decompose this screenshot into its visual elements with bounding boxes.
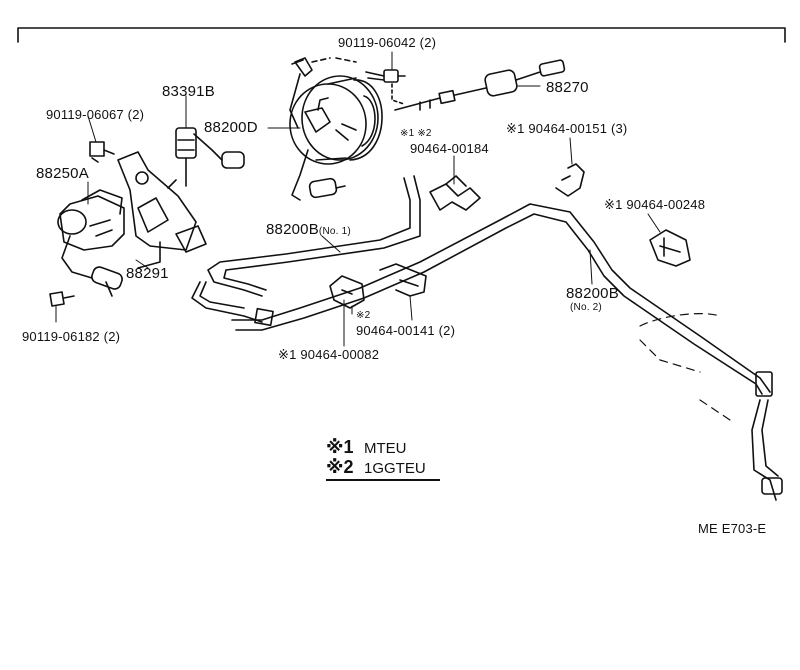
label-88200b-no1-sub: (No. 1) [318, 226, 351, 237]
label-88291: 88291 [126, 265, 169, 282]
legend-entry-2: ※2 1GGTEU [326, 458, 440, 481]
leader-lines [55, 51, 661, 347]
switch-83391b [167, 127, 245, 189]
body-outline [639, 313, 731, 421]
label-88200d: 88200D [204, 119, 258, 136]
clamp-90464-00082 [329, 275, 365, 309]
label-note-2: ※2 [356, 310, 371, 321]
hose-88200b-no2 [231, 203, 783, 501]
control-cable-88270 [394, 59, 566, 111]
label-88250a: 88250A [36, 165, 89, 182]
actuator-drawing [289, 57, 383, 201]
clamp-90464-00184 [429, 175, 481, 211]
clamp-90464-00151 [555, 163, 585, 197]
frame-bracket [17, 27, 786, 43]
label-88200b-no2-sub: (No. 2) [570, 302, 602, 313]
clamp-90464-00248 [649, 229, 691, 267]
clamp-90464-00141 [379, 263, 427, 297]
bracket-88291 [117, 151, 207, 269]
legend-text-1: MTEU [364, 440, 407, 457]
vacuum-pump-88250a [57, 189, 125, 297]
label-note-1-2: ※1 ※2 [400, 128, 432, 139]
label-90464-00151: ※1 90464-00151 (3) [506, 121, 628, 136]
label-90119-06042: 90119-06042 (2) [338, 35, 437, 50]
bolt-90119-06042 [365, 69, 406, 105]
hose-88200b-no1 [191, 175, 421, 327]
legend-mark-1: ※1 [326, 437, 354, 457]
legend-mark-2: ※2 [326, 457, 354, 477]
legend-entry-1: ※1 MTEU [326, 438, 407, 458]
reference-code: ME E703-E [698, 521, 767, 536]
label-83391b: 83391B [162, 83, 215, 100]
label-90464-00184: 90464-00184 [410, 141, 489, 156]
label-88200b-no1: 88200B(No. 1) [266, 222, 351, 240]
legend-text-2: 1GGTEU [364, 460, 426, 477]
label-90464-00248: ※1 90464-00248 [604, 197, 706, 212]
label-90464-00082: ※1 90464-00082 [278, 347, 380, 362]
bolt-90119-06067 [89, 141, 115, 163]
bolt-90119-06182 [49, 291, 75, 307]
label-90464-00141: 90464-00141 (2) [356, 323, 456, 338]
label-90119-06182: 90119-06182 (2) [22, 329, 121, 344]
label-88200b-no2: 88200B [566, 285, 619, 302]
label-88270: 88270 [546, 79, 589, 96]
label-88200b-no1-main: 88200B [266, 221, 319, 238]
label-90119-06067: 90119-06067 (2) [46, 107, 145, 122]
